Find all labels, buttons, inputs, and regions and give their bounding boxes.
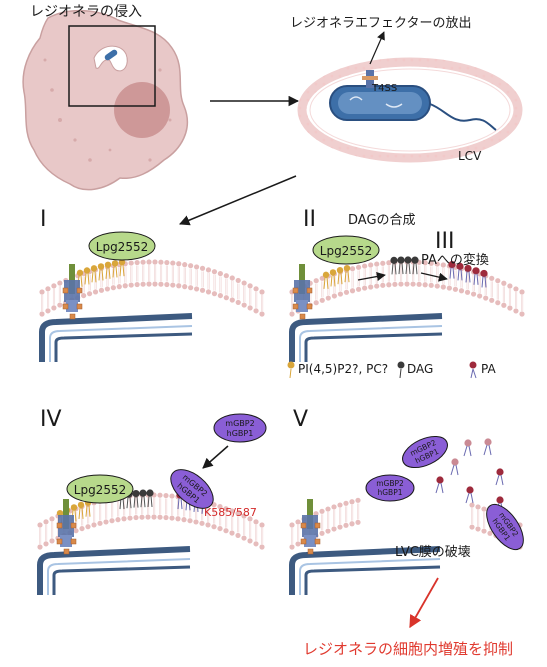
free-pa-lipid xyxy=(465,486,474,504)
stage-5-label: V xyxy=(293,407,308,432)
macrophage-cell xyxy=(22,9,189,191)
free-pa-lipid xyxy=(495,468,504,486)
legend-label: DAG xyxy=(407,362,433,376)
bacterium-edge-stage-4 xyxy=(37,546,191,595)
lpg2552-label: Lpg2552 xyxy=(74,483,126,497)
lcv-rupture-label: LVC膜の破壊 xyxy=(395,545,471,560)
k585-label: K585/587 xyxy=(204,506,257,519)
legend-item-dag: DAG xyxy=(397,361,433,379)
gbp-line1: mGBP2 xyxy=(376,479,404,488)
bacterium-edge-stage-1 xyxy=(39,313,193,362)
free-pa-lipid xyxy=(463,439,472,457)
pa-conversion-label: PAへの変換 xyxy=(421,252,489,268)
red-arrow xyxy=(409,577,439,629)
bacterium-entering xyxy=(104,49,118,61)
secretion-complex-stage-5 xyxy=(300,499,321,555)
dag-synthesis-label: DAGの合成 xyxy=(348,213,416,228)
stage-4-label: IV xyxy=(40,407,62,432)
arrow-to-dag xyxy=(357,272,386,281)
legend-item-pa: PA xyxy=(469,361,496,379)
lpg2552-label: Lpg2552 xyxy=(96,240,148,254)
bacterium-edge-stage-2 xyxy=(289,313,443,362)
arrow-to-pa xyxy=(420,272,448,282)
lpg2552-label: Lpg2552 xyxy=(320,244,372,258)
gbp-stage-5-b: mGBP2 hGBP1 xyxy=(365,474,415,502)
lcv-label: LCV xyxy=(458,149,482,163)
arrow-to-stage-1 xyxy=(179,175,297,226)
t4ss-label: T4SS xyxy=(371,83,397,94)
membrane-stage-5 xyxy=(289,497,523,550)
nucleus xyxy=(114,82,170,138)
secretion-complex-stage-4 xyxy=(56,499,77,555)
lpg2552-stage-2: Lpg2552 xyxy=(312,235,380,265)
conclusion-label: レジオネラの細胞内増殖を抑制 xyxy=(303,640,513,658)
free-pa-lipid xyxy=(483,438,492,456)
legionella-entry-label: レジオネラの侵入 xyxy=(30,3,142,20)
stage-2-label: II xyxy=(303,207,316,232)
lpg2552-stage-4: Lpg2552 xyxy=(66,474,134,504)
free-pa-lipid xyxy=(435,476,444,494)
gbp-free-stage-4: mGBP2 hGBP1 xyxy=(213,413,267,443)
legend: PI(4,5)P2?, PC? DAG PA xyxy=(287,361,496,379)
secretion-complex-stage-2 xyxy=(292,264,313,320)
stage-panels xyxy=(37,256,525,595)
lpg2552-stage-1: Lpg2552 xyxy=(88,231,156,261)
free-pa-lipid xyxy=(450,458,459,476)
stage-1-label: I xyxy=(40,207,47,232)
gbp-stage-5-a: mGBP2 hGBP1 xyxy=(402,435,448,469)
bacterium-edge-stage-5 xyxy=(289,546,441,595)
legend-label: PA xyxy=(481,362,496,376)
gbp-line1: mGBP2 xyxy=(225,419,254,428)
flagellum xyxy=(429,103,497,131)
effector-release-label: レジオネラエフェクターの放出 xyxy=(290,16,471,31)
lcv-vacuole xyxy=(297,57,523,163)
stage-3-label: III xyxy=(435,229,454,254)
arrow-gbp-recruit xyxy=(202,445,229,469)
gbp-stage-5-c: mGBP2 hGBP1 xyxy=(486,503,524,551)
gbp-line2: hGBP1 xyxy=(377,488,402,497)
gbp-line2: hGBP1 xyxy=(227,429,254,438)
legend-label: PI(4,5)P2?, PC? xyxy=(298,362,388,376)
zoom-box xyxy=(68,25,156,107)
legend-item-pi45p2: PI(4,5)P2?, PC? xyxy=(287,361,388,379)
effector-release-arrow xyxy=(369,31,385,65)
secretion-complex-stage-1 xyxy=(62,264,83,320)
